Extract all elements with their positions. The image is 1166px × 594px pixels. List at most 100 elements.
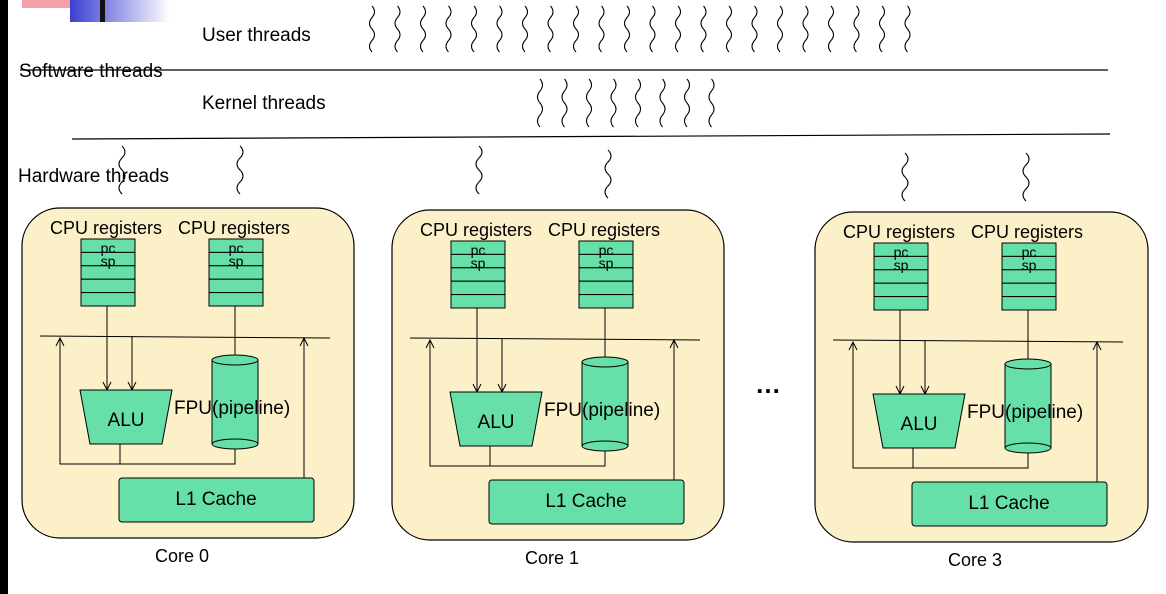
l1-cache-label: L1 Cache [545, 491, 626, 512]
core-label: Core 1 [525, 548, 579, 568]
l1-cache-label: L1 Cache [175, 489, 256, 510]
fpu-feedback-line [120, 449, 236, 465]
register-slot [208, 292, 264, 307]
register-slot [80, 292, 136, 307]
fpu-top [211, 354, 259, 366]
kernel-thread-squiggle [536, 78, 544, 128]
hardware-thread-squiggle [604, 149, 612, 199]
user-thread-squiggle [827, 5, 835, 53]
user-thread-squiggle [547, 5, 554, 53]
core-label: Core 3 [948, 550, 1002, 570]
fpu-feedback-line [490, 451, 606, 467]
user-thread-squiggle [700, 5, 707, 53]
core-label: Core 0 [155, 546, 209, 566]
register-sp-label: sp [101, 253, 116, 269]
register-slot [1001, 296, 1057, 311]
fpu-bottom [1004, 442, 1052, 454]
register-pc-label: pc [599, 242, 614, 258]
user-thread-squiggle [751, 5, 758, 53]
user-thread-squiggle [725, 5, 733, 53]
register-slot [578, 280, 634, 296]
user-thread-squiggle [598, 5, 605, 53]
hardware-thread-squiggle [236, 145, 244, 195]
hardware-thread-squiggle [118, 145, 126, 195]
software-threads-label: Software threads [19, 61, 163, 82]
cpu-registers-label: CPU registers [50, 218, 162, 238]
hardware-thread-squiggle [901, 152, 909, 202]
user-thread-squiggle [623, 5, 631, 53]
fpu-pipeline-label: (pipeline) [582, 400, 660, 421]
alu-feedback-line [429, 340, 491, 467]
register-sp-label: sp [894, 257, 909, 273]
register-pc-label: pc [1022, 244, 1037, 260]
fpu-label: FPU [967, 402, 1005, 423]
bus-line [409, 337, 701, 341]
register-slot [873, 282, 929, 298]
user-thread-squiggle [394, 5, 401, 53]
alu-label: ALU [478, 412, 515, 433]
l1-cache-label: L1 Cache [968, 493, 1049, 514]
cache-to-bus-arrow-head [669, 338, 679, 349]
user-thread-squiggle [878, 5, 886, 53]
cache-to-bus-arrow-head [299, 336, 309, 347]
user-thread-squiggle [496, 5, 503, 53]
user-threads-squiggles [368, 5, 911, 53]
l1-cache-box [911, 481, 1108, 527]
register-slot [450, 294, 506, 309]
kernel-threads-label: Kernel threads [202, 93, 326, 114]
fpu-top [581, 356, 629, 368]
user-threads-label: User threads [202, 25, 311, 46]
fpu-bottom [211, 438, 259, 450]
alu-shape [872, 393, 966, 449]
cache-to-bus-arrow-head [1092, 340, 1102, 351]
feedback-arrow-head [848, 340, 858, 351]
user-thread-squiggle [572, 5, 580, 53]
kernel-threads-squiggles [536, 78, 715, 128]
kernel-thread-squiggle [585, 78, 593, 128]
kernel-hardware-separator [71, 133, 1111, 140]
register-slot [208, 278, 264, 294]
alu-shape [449, 391, 543, 447]
register-pc-label: pc [101, 240, 116, 256]
user-thread-squiggle [674, 5, 682, 53]
fpu-body [1005, 364, 1051, 448]
cpu-registers-label: CPU registers [178, 218, 290, 238]
fpu-pipeline-label: (pipeline) [212, 398, 290, 419]
user-thread-squiggle [649, 5, 656, 53]
cpu-registers-label: CPU registers [843, 222, 955, 242]
fpu-label: FPU [174, 398, 212, 419]
feedback-arrow-head [425, 338, 435, 349]
l1-cache-box [118, 477, 315, 523]
alu-shape [79, 389, 173, 445]
fpu-top [1004, 358, 1052, 370]
fpu-bottom [581, 440, 629, 452]
hardware-threads-label: Hardware threads [18, 166, 169, 187]
user-thread-squiggle [904, 5, 911, 53]
hardware-threads-squiggles [118, 145, 1030, 202]
kernel-thread-squiggle [683, 78, 691, 128]
kernel-thread-squiggle [610, 78, 617, 128]
kernel-thread-squiggle [561, 78, 568, 128]
kernel-thread-squiggle [634, 78, 642, 128]
register-sp-label: sp [599, 255, 614, 271]
slide-left-border [0, 0, 8, 594]
hardware-thread-squiggle [1022, 152, 1030, 202]
alu-label: ALU [108, 410, 145, 431]
user-thread-squiggle [776, 5, 784, 53]
user-thread-squiggle [445, 5, 452, 53]
cpu-registers-label: CPU registers [420, 220, 532, 240]
register-slot [80, 278, 136, 294]
fpu-body [212, 360, 258, 444]
fpu-body [582, 362, 628, 446]
alu-feedback-line [852, 342, 914, 469]
feedback-arrow-head [55, 336, 65, 347]
cpu-registers-label: CPU registers [548, 220, 660, 240]
alu-feedback-line [59, 338, 121, 465]
